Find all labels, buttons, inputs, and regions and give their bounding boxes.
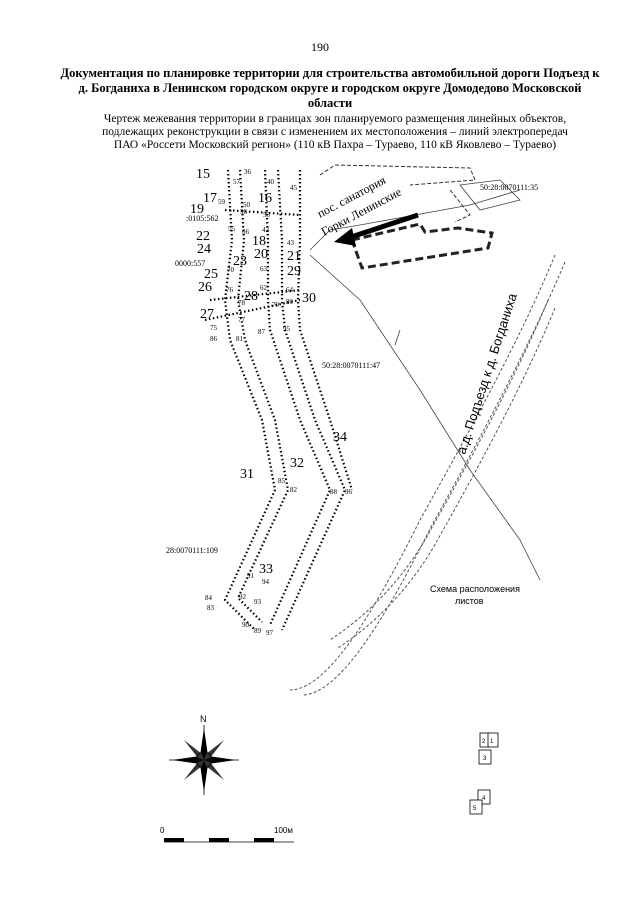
point-number: 62 (260, 284, 268, 292)
point-number: 86 (210, 335, 218, 343)
zone-number: 29 (287, 264, 301, 279)
zone-number: 20 (254, 247, 268, 262)
point-number: 85 (278, 477, 286, 485)
zone-number: 28 (244, 289, 258, 304)
zone-number: 24 (197, 242, 211, 257)
point-number: 91 (247, 572, 255, 580)
point-number: 55 (228, 225, 236, 233)
point-number: 95 (283, 325, 291, 333)
point-number: 87 (258, 328, 266, 336)
sheet-number: 1 (490, 739, 494, 745)
zone-number: 18 (252, 234, 266, 249)
point-number: 50 (243, 201, 251, 209)
sheet-number: 3 (483, 756, 487, 762)
point-number: 45 (290, 184, 298, 192)
point-number: 80 (286, 298, 294, 306)
direction-arrow (334, 212, 419, 246)
point-number: 77 (238, 316, 246, 324)
sheet-number: 2 (482, 739, 486, 745)
point-number: 63 (260, 265, 268, 273)
point-number: 66 (242, 228, 250, 236)
zone-number: 27 (200, 307, 214, 322)
parcel-label: :0105:562 (186, 214, 218, 223)
road-label: а.д. Подъезд к д. Богданиха (454, 291, 520, 456)
scale-start: 0 (160, 826, 165, 835)
point-number: 78 (238, 299, 246, 307)
sheet-scheme-label: листов (455, 596, 484, 606)
point-number: 57 (233, 178, 241, 186)
zone-number: 25 (204, 267, 218, 282)
zone-number: 23 (233, 254, 247, 269)
point-number: 93 (254, 598, 262, 606)
document-title: Документация по планировке территории дл… (60, 66, 600, 110)
parcel-label: 50:28:0070111:35 (480, 183, 538, 192)
zone-number: 19 (190, 202, 204, 217)
point-number: 64 (286, 286, 294, 294)
point-number: 83 (207, 604, 215, 612)
page-number: 190 (311, 40, 329, 54)
zone-number: 34 (333, 430, 347, 445)
parcel-label: 28:0070111:109 (166, 546, 218, 555)
planned-object (350, 222, 494, 270)
sheet-number: 5 (473, 806, 477, 812)
point-number: 82 (290, 486, 298, 494)
sheet-number: 4 (482, 796, 486, 802)
compass-rose: N (169, 714, 239, 795)
point-numbers: 36 40 45 57 59 50 53 56 55 66 43 42 63 6… (205, 168, 353, 637)
zone-number: 22 (196, 229, 210, 244)
zone-number: 17 (203, 191, 217, 206)
scale-bar: 0 100м (160, 826, 294, 843)
drawing-subtitle: Чертеж межевания территории в границах з… (102, 113, 568, 151)
scale-end: 100м (274, 826, 293, 835)
zone-number: 16 (258, 191, 272, 206)
point-number: 59 (218, 198, 226, 206)
point-number: 88 (330, 488, 338, 496)
point-number: 75 (210, 324, 218, 332)
zone-numbers: 15 16 17 18 19 20 21 22 23 24 25 26 27 2… (190, 167, 347, 577)
point-number: 96 (345, 488, 353, 496)
zone-number: 33 (259, 562, 273, 577)
point-number: 76 (226, 286, 234, 294)
point-number: 36 (244, 168, 252, 176)
point-number: 40 (267, 178, 275, 186)
zone-number: 21 (287, 249, 301, 264)
zone-number: 30 (302, 291, 316, 306)
point-number: 92 (239, 593, 247, 601)
sheet-scheme-label: Схема расположения (430, 584, 520, 594)
parcel-label: 50:28:0070111:47 (322, 361, 380, 370)
parcel-boundaries (309, 179, 541, 581)
power-line-zones (204, 169, 354, 631)
point-number: 56 (240, 208, 248, 216)
point-number: 42 (262, 226, 270, 234)
point-number: 70 (227, 266, 235, 274)
sheet-layout-scheme: 2 1 3 4 5 (469, 732, 499, 815)
road-edges (289, 254, 566, 696)
point-number: 81 (236, 335, 244, 343)
zone-number: 32 (290, 456, 304, 471)
zone-number: 15 (196, 167, 210, 182)
point-number: 97 (266, 629, 274, 637)
point-number: 79 (272, 301, 280, 309)
point-number: 84 (205, 594, 213, 602)
point-number: 94 (262, 578, 270, 586)
settlement-area (319, 164, 476, 223)
north-label: N (200, 714, 207, 724)
point-number: 90 (242, 621, 250, 629)
zone-number: 31 (240, 467, 254, 482)
parcel-label: 0000:557 (175, 259, 205, 268)
point-number: 89 (254, 627, 262, 635)
zone-number: 26 (198, 280, 212, 295)
point-number: 53 (263, 211, 271, 219)
point-number: 43 (287, 239, 295, 247)
